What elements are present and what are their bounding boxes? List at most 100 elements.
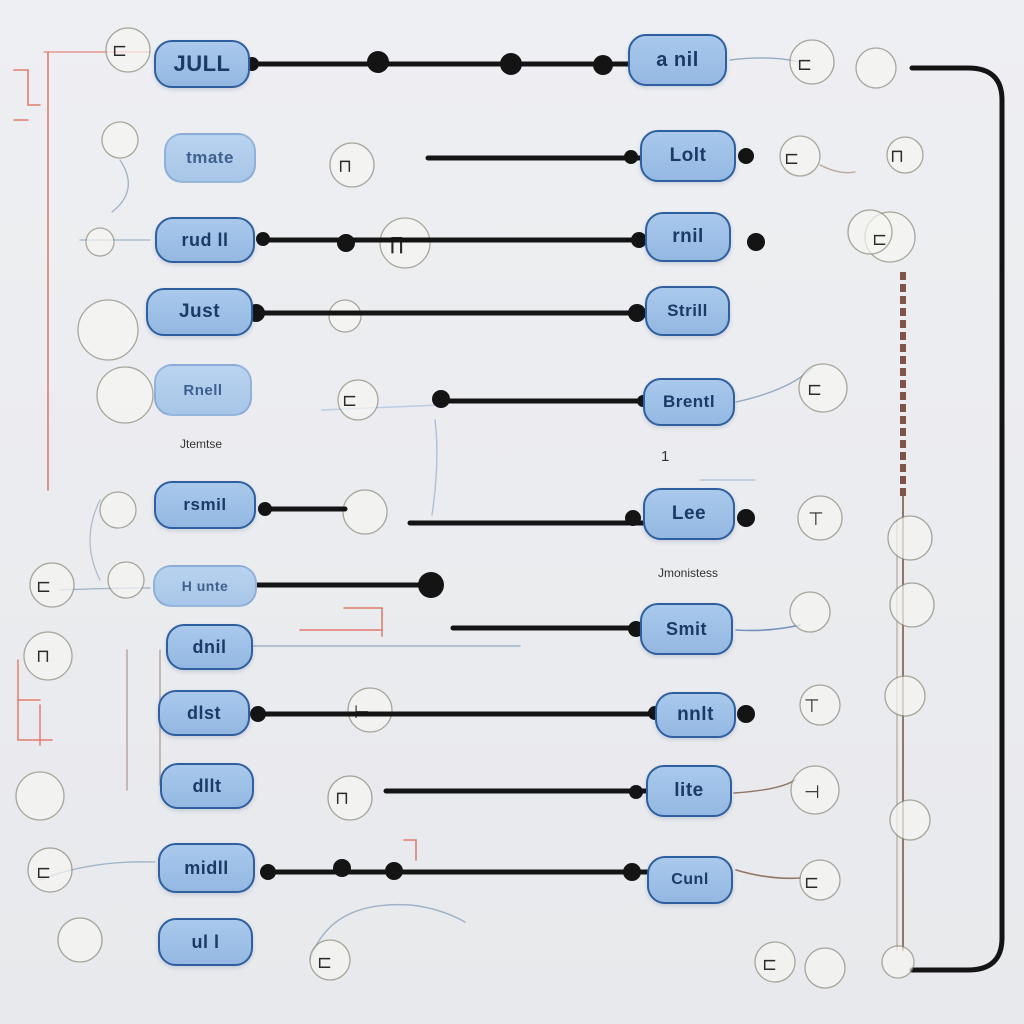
junction-dot: [500, 53, 522, 75]
connector-bubble: [99, 491, 137, 529]
bus-segment: [900, 308, 906, 316]
right-node[interactable]: rnil: [645, 212, 731, 262]
connector-bubble: [342, 489, 388, 535]
decorative-wire: [735, 624, 801, 632]
junction-dot: [631, 232, 647, 248]
connector-glyph: ⊏: [112, 40, 127, 61]
connector-bubble: [328, 299, 362, 333]
connector-bubble: [889, 582, 935, 628]
junction-dot: [385, 862, 403, 880]
connector-glyph: ⊏: [797, 54, 812, 75]
junction-dot: [623, 863, 641, 881]
left-node[interactable]: dnil: [166, 624, 253, 670]
decorative-wire: [299, 607, 383, 637]
connector-glyph: ⊏: [36, 576, 51, 597]
connector-glyph: ⊓: [338, 156, 352, 177]
connector-bubble: [779, 135, 821, 177]
connector-bubble: [798, 363, 848, 413]
connector-bubble: [379, 217, 431, 269]
junction-dot: [629, 785, 643, 799]
right-node[interactable]: lite: [646, 765, 732, 817]
left-node[interactable]: rsmil: [154, 481, 256, 529]
connector-bubble: [889, 799, 931, 841]
right-node[interactable]: nnlt: [655, 692, 736, 738]
right-node[interactable]: Smit: [640, 603, 733, 655]
left-node[interactable]: Just: [146, 288, 253, 336]
junction-dot: [624, 150, 638, 164]
connector-glyph: ⊓: [36, 646, 50, 667]
junction-dot: [333, 859, 351, 877]
connector-bubble: [27, 847, 73, 893]
junction-dot: [593, 55, 613, 75]
connector-bubble: [15, 771, 65, 821]
decorative-wire: [735, 869, 801, 880]
junction-dot: [260, 864, 276, 880]
connector-bubble: [347, 687, 393, 733]
connector-bubble: [96, 366, 154, 424]
connector-bubble: [329, 142, 375, 188]
junction-dot: [367, 51, 389, 73]
connector-bubble: [101, 121, 139, 159]
connector-glyph: ⊣: [804, 782, 820, 803]
connector-glyph: ⊓: [890, 146, 904, 167]
left-node[interactable]: midll: [158, 843, 255, 893]
connector-bubble: [23, 631, 73, 681]
decorative-wire: [403, 839, 417, 861]
connector-bubble: [887, 515, 933, 561]
bus-segment: [900, 320, 906, 328]
right-node[interactable]: Strill: [645, 286, 730, 336]
left-node[interactable]: dllt: [160, 763, 254, 809]
right-node[interactable]: Lolt: [640, 130, 736, 182]
junction-dot: [256, 232, 270, 246]
connector-glyph: ⊏: [36, 862, 51, 883]
bus-segment: [900, 428, 906, 436]
right-node[interactable]: Lee: [643, 488, 735, 540]
junction-dot: [418, 572, 444, 598]
connection-layer: [249, 61, 658, 875]
decorative-wire: [819, 164, 856, 174]
junction-dot: [337, 234, 355, 252]
bus-segment: [900, 440, 906, 448]
left-node[interactable]: ul l: [158, 918, 253, 966]
connector-bubble: [77, 299, 139, 361]
left-node[interactable]: H unte: [153, 565, 257, 607]
connector-glyph: ⊏: [872, 229, 887, 250]
connector-glyph: ⊓: [335, 788, 349, 809]
left-node[interactable]: Rnell: [154, 364, 252, 416]
connector-bubble: [847, 209, 893, 255]
decorative-wire: [126, 649, 161, 791]
connector-bubble: [799, 859, 841, 901]
bus-segment: [900, 272, 906, 280]
decorative-wire: [431, 419, 438, 516]
left-node[interactable]: dlst: [158, 690, 250, 736]
connector-bubble: [855, 47, 897, 89]
bus-segment: [900, 284, 906, 292]
right-node[interactable]: Cunl: [647, 856, 733, 904]
connector-bubble: [29, 562, 75, 608]
connector-glyph: ⊏: [317, 952, 332, 973]
junction-dot: [628, 304, 646, 322]
left-node[interactable]: JULL: [154, 40, 250, 88]
connector-glyph: ⊤: [804, 696, 820, 717]
bus-segment: [900, 356, 906, 364]
bus-segment: [900, 380, 906, 388]
left-node[interactable]: tmate: [164, 133, 256, 183]
decorative-wire: [89, 499, 101, 581]
bus-segment: [900, 416, 906, 424]
connector-bubble: [797, 495, 843, 541]
annotation-label: Jmonistess: [658, 566, 719, 580]
right-node[interactable]: Brentl: [643, 378, 735, 426]
left-node[interactable]: rud ll: [155, 217, 255, 263]
connector-bubble: [337, 379, 379, 421]
right-node[interactable]: a nil: [628, 34, 727, 86]
connector-bubble: [327, 775, 373, 821]
junction-dot: [747, 233, 765, 251]
decorative-layer: ⊏⊏⊓⊏⊓∏⊏⊏⊏⊤⊢⊤⊓⊣⊏⊓⊏⊏⊏⊏: [13, 27, 1005, 989]
connector-bubble: [790, 765, 840, 815]
connector-glyph: ⊏: [804, 872, 819, 893]
decorative-wire: [733, 779, 796, 794]
bus-segment: [900, 464, 906, 472]
decorative-wire: [111, 159, 129, 213]
bus-segment: [900, 368, 906, 376]
